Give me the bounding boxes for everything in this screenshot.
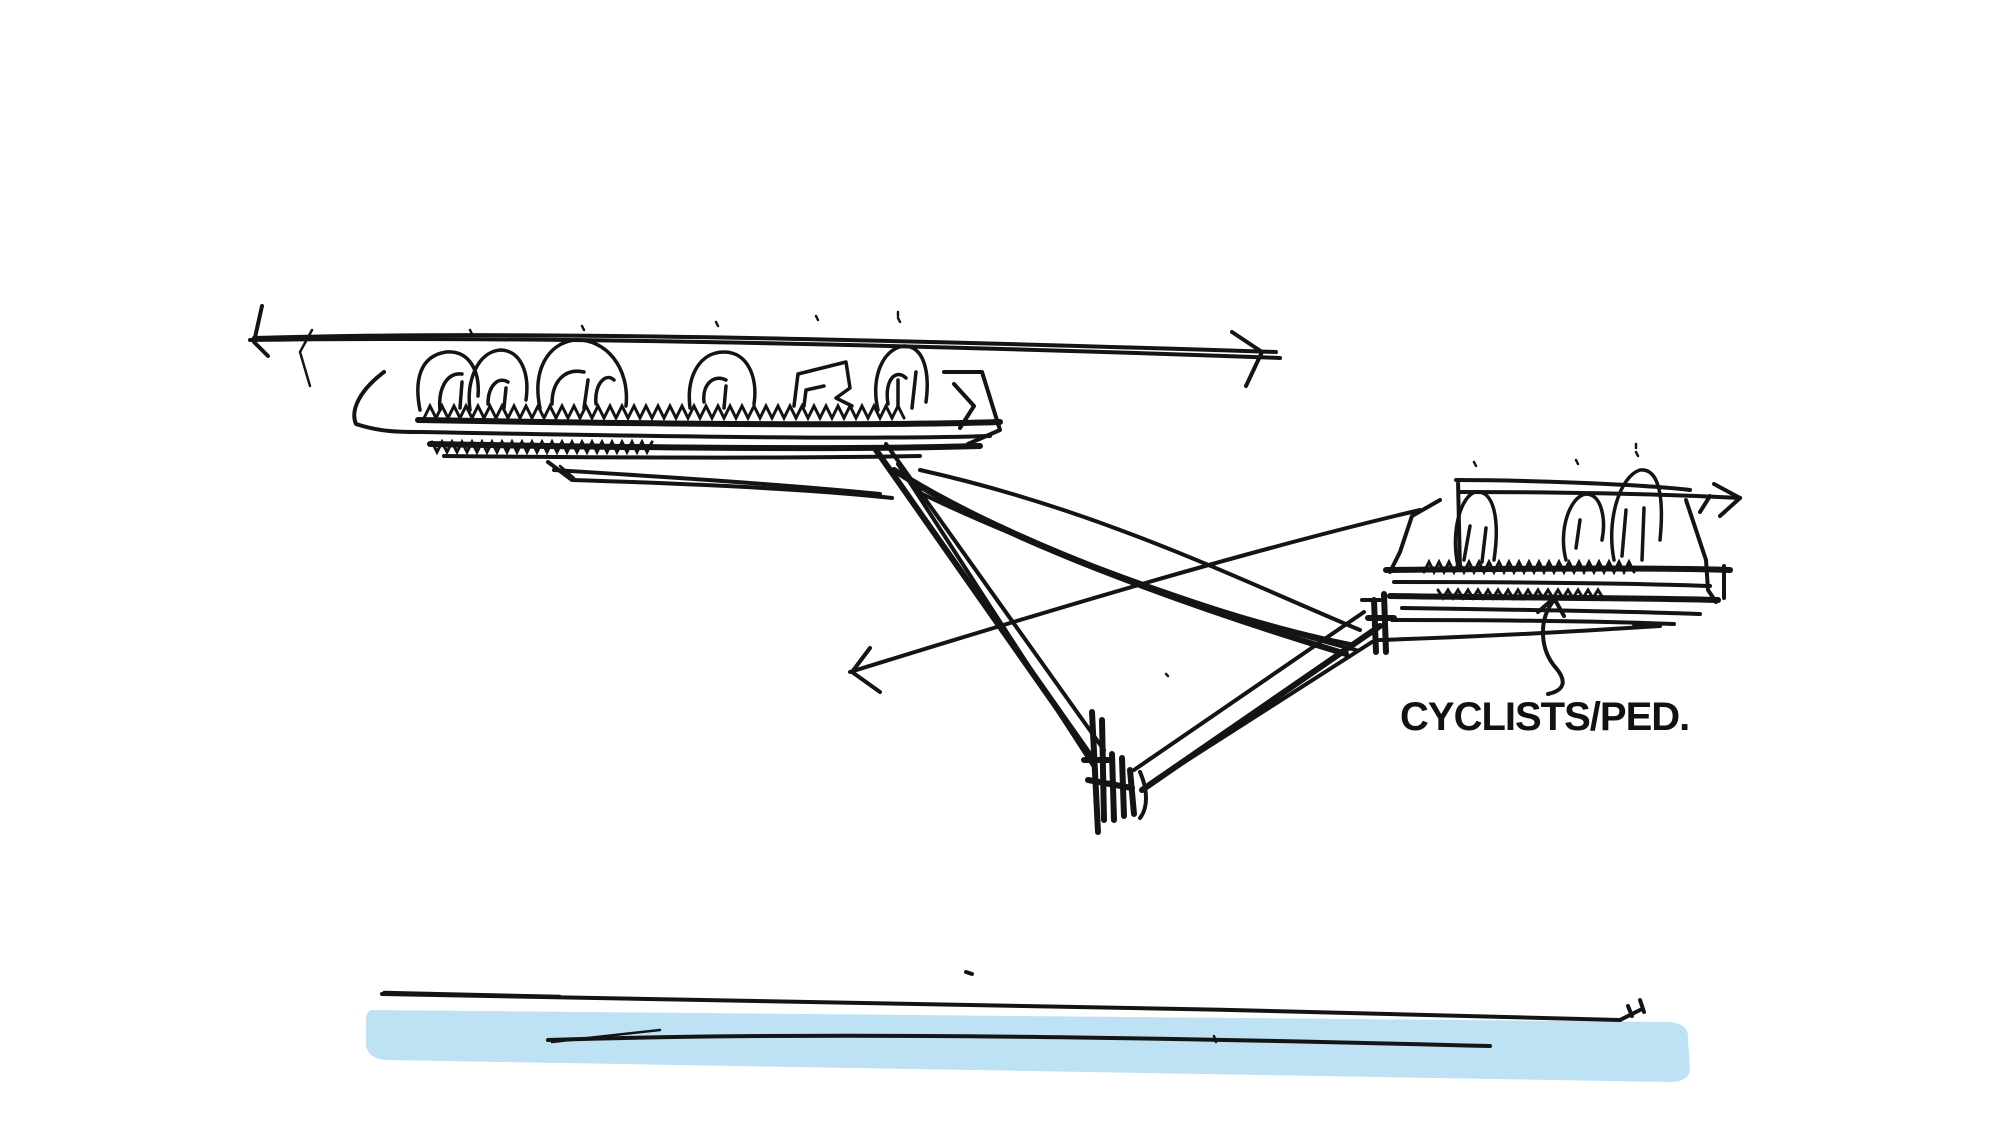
leader-line: [1540, 598, 1565, 696]
annotation: CYCLISTS/PED.: [1400, 596, 1690, 739]
diagonal-axis-arrow: [848, 508, 1422, 694]
cyclists-ped-label: CYCLISTS/PED.: [1400, 695, 1689, 739]
upper-deck: [352, 310, 1003, 460]
truss-structure: [873, 442, 1383, 835]
top-axis-arrow: [248, 304, 1282, 388]
stray-mark: [964, 970, 974, 976]
upper-deck-underside: [546, 460, 894, 500]
leader-arrowhead: [1536, 596, 1566, 618]
lower-deck: [1360, 442, 1742, 655]
water: [365, 990, 1690, 1082]
